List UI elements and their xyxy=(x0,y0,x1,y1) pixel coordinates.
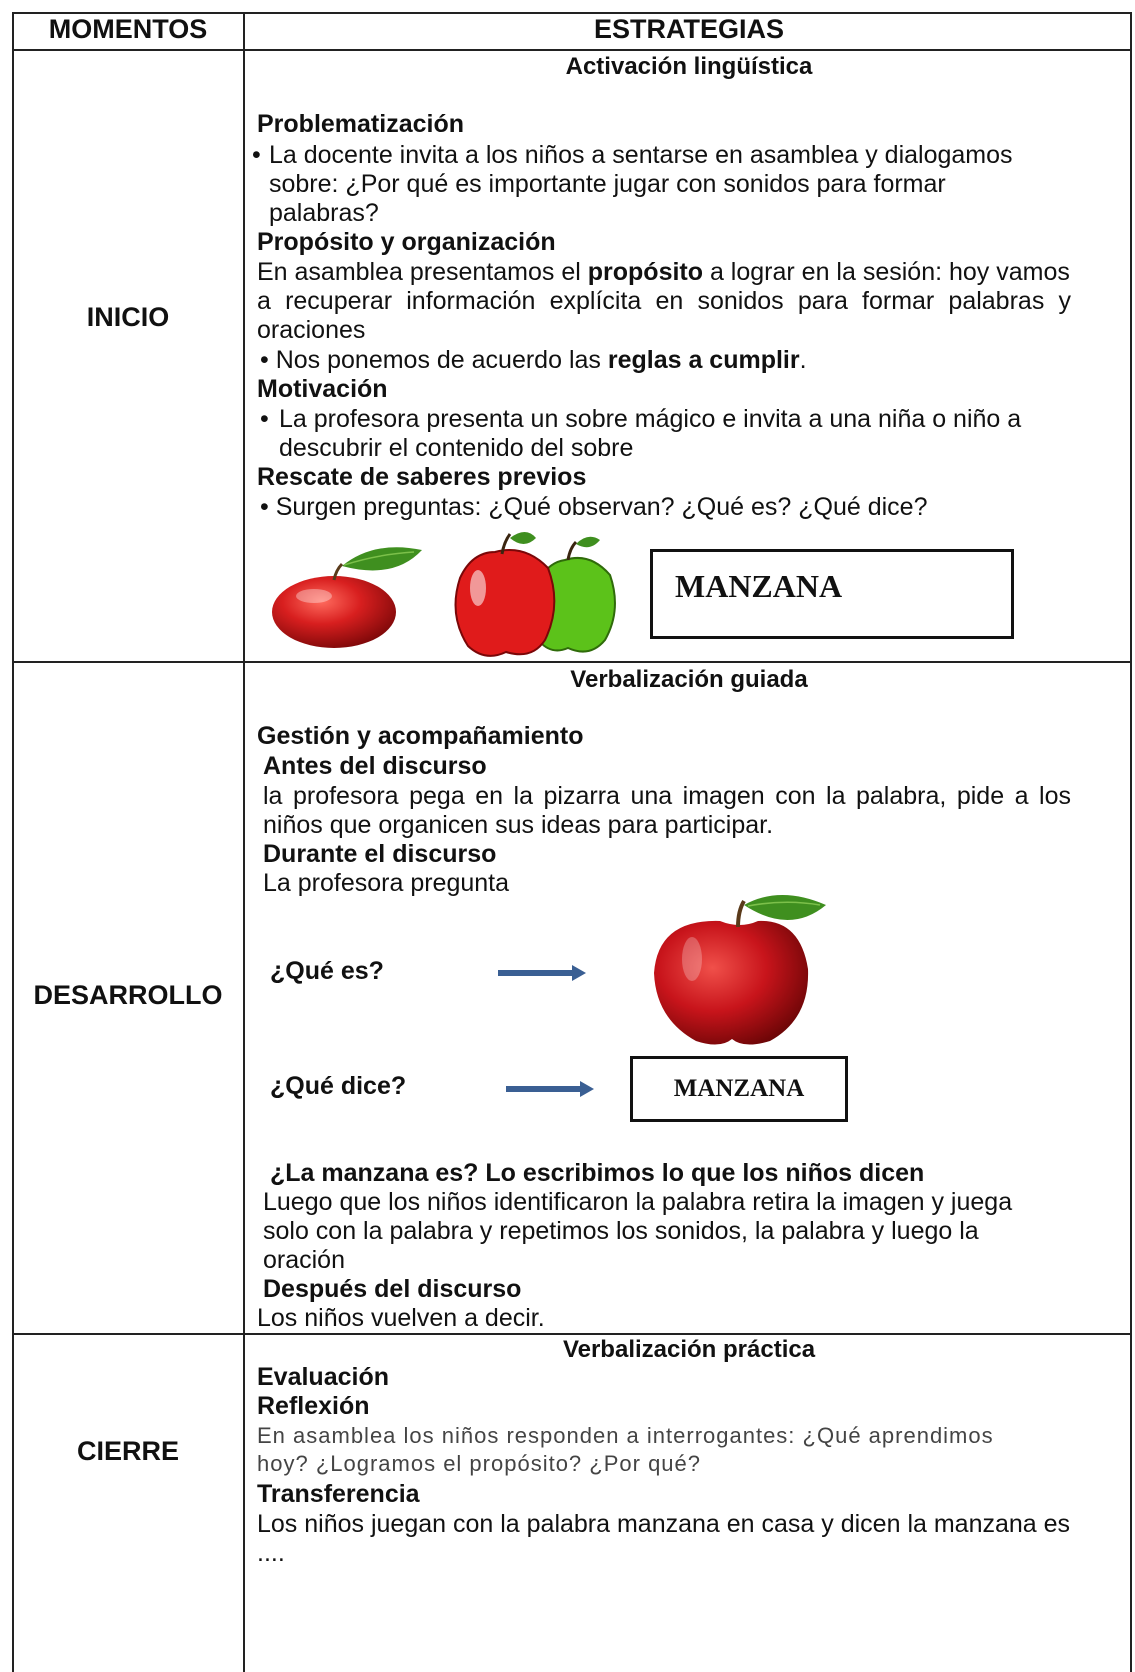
luego-line: solo con la palabra y repetimos los soni… xyxy=(263,1217,979,1245)
manzana-es-heading: ¿La manzana es? Lo escribimos lo que los… xyxy=(270,1159,925,1187)
column-divider xyxy=(243,12,245,1672)
header-bottom-border xyxy=(12,49,1132,51)
luego-line: oración xyxy=(263,1246,345,1274)
proposito-heading: Propósito y organización xyxy=(257,228,556,256)
word-card-text: MANZANA xyxy=(673,1075,805,1102)
problematizacion-line: sobre: ¿Por qué es importante jugar con … xyxy=(269,170,946,198)
evaluacion-heading: Evaluación xyxy=(257,1363,389,1391)
despues-line: Los niños vuelven a decir. xyxy=(257,1304,545,1332)
cierre-section-title: Verbalización práctica xyxy=(562,1336,816,1363)
inicio-word-card: MANZANA xyxy=(650,549,1014,639)
inicio-section-title: Activación lingüística xyxy=(565,53,813,80)
reflexion-line: hoy? ¿Logramos el propósito? ¿Por qué? xyxy=(257,1451,702,1476)
proposito-line: oraciones xyxy=(257,316,366,344)
cartoon-apples-image xyxy=(454,532,616,657)
rescate-line: • Surgen preguntas: ¿Qué observan? ¿Qué … xyxy=(260,493,928,521)
transferencia-heading: Transferencia xyxy=(257,1480,420,1508)
antes-line: la profesora pega en la pizarra una imag… xyxy=(263,782,1071,810)
moment-cierre: CIERRE xyxy=(76,1436,179,1466)
table-top-border xyxy=(12,12,1132,14)
proposito-line: a recuperar información explícita en son… xyxy=(257,287,1071,315)
reflexion-line: En asamblea los niños responden a interr… xyxy=(257,1423,994,1448)
moment-desarrollo: DESARROLLO xyxy=(33,980,223,1010)
antes-line: niños que organicen sus ideas para parti… xyxy=(263,811,774,839)
inicio-bottom-border xyxy=(12,661,1132,663)
arrow-right-icon xyxy=(506,1081,594,1097)
transferencia-line: Los niños juegan con la palabra manzana … xyxy=(257,1510,1071,1538)
reglas-line: • Nos ponemos de acuerdo las reglas a cu… xyxy=(260,346,807,374)
question-que-es: ¿Qué es? xyxy=(270,957,384,985)
antes-heading: Antes del discurso xyxy=(263,752,487,780)
problematizacion-line: La docente invita a los niños a sentarse… xyxy=(269,141,1013,169)
reflexion-heading: Reflexión xyxy=(257,1392,370,1420)
motivacion-bullet: • xyxy=(260,405,269,433)
table-left-border xyxy=(12,12,14,1672)
arrow-right-icon xyxy=(498,965,586,981)
motivacion-heading: Motivación xyxy=(257,375,388,403)
desarrollo-word-card: MANZANA xyxy=(630,1056,848,1122)
question-que-dice: ¿Qué dice? xyxy=(270,1072,407,1100)
lesson-table: MOMENTOS ESTRATEGIAS INICIO Activación l… xyxy=(12,12,1132,1672)
apple-image xyxy=(654,895,826,1045)
luego-line: Luego que los niños identificaron la pal… xyxy=(263,1188,1013,1216)
word-card-text: MANZANA xyxy=(675,568,843,604)
gestion-heading: Gestión y acompañamiento xyxy=(257,722,584,750)
durante-heading: Durante el discurso xyxy=(263,840,497,868)
motivacion-line: descubrir el contenido del sobre xyxy=(279,434,634,462)
table-right-border xyxy=(1130,12,1132,1672)
desarrollo-bottom-border xyxy=(12,1333,1132,1335)
problematizacion-heading: Problematización xyxy=(257,110,464,138)
despues-heading: Después del discurso xyxy=(263,1275,522,1303)
header-momentos: MOMENTOS xyxy=(48,14,208,44)
rescate-heading: Rescate de saberes previos xyxy=(257,463,587,491)
proposito-line: En asamblea presentamos el propósito a l… xyxy=(257,258,1070,286)
problematizacion-bullet: • xyxy=(252,141,261,169)
moment-inicio: INICIO xyxy=(86,302,170,332)
durante-line: La profesora pregunta xyxy=(263,869,510,897)
motivacion-line: La profesora presenta un sobre mágico e … xyxy=(279,405,1022,433)
problematizacion-line: palabras? xyxy=(269,199,379,227)
transferencia-line: .... xyxy=(257,1539,285,1567)
red-apple-image xyxy=(272,547,422,648)
desarrollo-section-title: Verbalización guiada xyxy=(570,666,808,693)
header-estrategias: ESTRATEGIAS xyxy=(593,14,784,44)
